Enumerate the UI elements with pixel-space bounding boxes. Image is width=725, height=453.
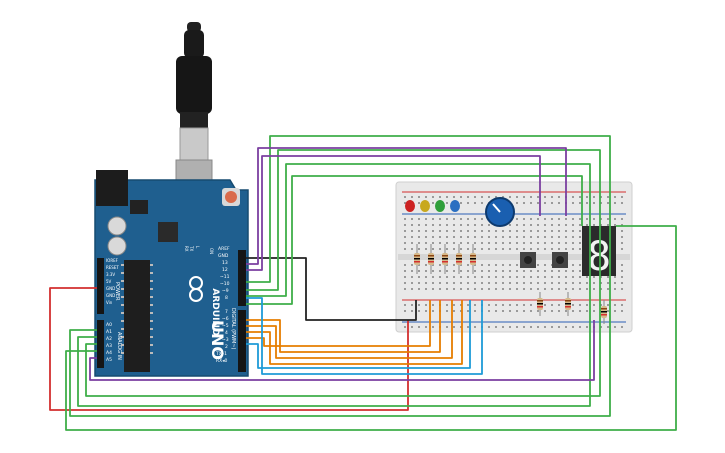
- l-label: L: [195, 246, 200, 249]
- svg-text:A3: A3: [106, 343, 112, 349]
- green-wire[interactable]: [65, 225, 677, 431]
- resistor-icon: [428, 244, 434, 274]
- resistor-icon: [414, 244, 420, 274]
- digital-header-lower[interactable]: [238, 310, 246, 372]
- rx-label: RX: [184, 246, 189, 252]
- resistor-icon: [456, 244, 462, 274]
- power-pin-labels: IOREF RESET 3.3V 5V GND GND Vin: [106, 258, 119, 305]
- on-label: ON: [209, 248, 214, 254]
- chip-pins: [121, 264, 153, 354]
- led-green-icon[interactable]: [435, 200, 445, 212]
- green-wire[interactable]: [246, 175, 583, 305]
- pushbutton-2[interactable]: [552, 252, 568, 268]
- blue-wire[interactable]: [246, 297, 483, 375]
- orange-wire[interactable]: [246, 300, 441, 353]
- svg-text:A2: A2: [106, 336, 112, 342]
- svg-text:13: 13: [222, 260, 228, 266]
- svg-text:RESET: RESET: [106, 265, 119, 270]
- arduino-brand: ARDUINO: [210, 288, 220, 336]
- svg-text:GND: GND: [106, 286, 115, 291]
- power-title: POWER: [114, 282, 120, 301]
- arduino-logo-icon: [189, 276, 203, 302]
- svg-text:A5: A5: [106, 357, 112, 363]
- atmega-chip: [124, 260, 150, 372]
- tx-label: TX: [189, 245, 194, 251]
- green-wire[interactable]: [77, 163, 591, 407]
- svg-text:7: 7: [225, 309, 228, 315]
- svg-text:IOREF: IOREF: [106, 258, 119, 263]
- svg-text:4: 4: [225, 330, 228, 336]
- analog-header[interactable]: [97, 320, 104, 368]
- arduino-model: UNO: [208, 320, 227, 360]
- jumper-wires: [49, 135, 677, 431]
- svg-text:~6: ~6: [222, 316, 229, 322]
- breadboard[interactable]: 8: [395, 181, 633, 333]
- black-wire[interactable]: [246, 257, 417, 321]
- green-wire[interactable]: [69, 135, 611, 417]
- led-yellow-icon[interactable]: [420, 200, 430, 212]
- svg-text:A0: A0: [106, 322, 112, 328]
- resistors: [414, 244, 607, 324]
- seven-segment-digit: 8: [587, 234, 611, 280]
- led-blue-icon[interactable]: [450, 200, 460, 212]
- resistor-icon: [601, 300, 607, 324]
- power-jack: [96, 170, 128, 206]
- center-channel: [398, 254, 630, 260]
- analog-title: ANALOG IN: [116, 332, 122, 360]
- purple-wire[interactable]: [89, 320, 595, 381]
- resistor-icon: [442, 244, 448, 274]
- svg-text:~3: ~3: [222, 337, 229, 343]
- capacitor-icon: [107, 216, 127, 236]
- svg-text:~9: ~9: [222, 288, 229, 294]
- analog-pin-labels: A0 A1 A2 A3 A4 A5: [106, 322, 112, 363]
- digital-pin-labels: AREF GND 13 12 ~11 ~10 ~9 8 7 ~6 ~5 4 ~3…: [215, 246, 230, 364]
- orange-wire[interactable]: [246, 300, 453, 359]
- svg-text:RX◂0: RX◂0: [216, 358, 227, 364]
- svg-text:5V: 5V: [106, 279, 112, 284]
- led-row: [405, 200, 460, 212]
- capacitor-icon: [107, 236, 127, 256]
- svg-text:~5: ~5: [222, 323, 229, 329]
- svg-text:AREF: AREF: [218, 246, 230, 252]
- svg-text:A1: A1: [106, 329, 112, 335]
- svg-text:~11: ~11: [220, 274, 230, 280]
- svg-text:A4: A4: [106, 350, 112, 356]
- digital-title: DIGITAL (PWM~): [230, 308, 236, 350]
- svg-text:12: 12: [222, 267, 228, 273]
- digital-header-upper[interactable]: [238, 250, 246, 306]
- purple-wire[interactable]: [246, 155, 541, 271]
- orange-wire[interactable]: [246, 300, 431, 347]
- led-red-icon[interactable]: [405, 200, 415, 212]
- svg-text:GND: GND: [218, 253, 229, 259]
- svg-text:GND: GND: [106, 293, 115, 298]
- svg-text:8: 8: [225, 295, 228, 301]
- seven-segment-display[interactable]: 8: [582, 226, 616, 280]
- potentiometer-icon[interactable]: [485, 197, 515, 227]
- resistor-icon: [565, 292, 571, 316]
- svg-text:Vin: Vin: [106, 300, 113, 305]
- svg-text:3.3V: 3.3V: [106, 272, 115, 277]
- green-wire[interactable]: [85, 149, 601, 397]
- svg-text:2: 2: [225, 344, 228, 350]
- resistor-icon: [537, 292, 543, 316]
- blue-wire[interactable]: [246, 300, 471, 369]
- resistor-icon: [470, 244, 476, 274]
- power-header[interactable]: [97, 258, 104, 314]
- svg-text:~10: ~10: [220, 281, 230, 287]
- purple-wire[interactable]: [246, 147, 567, 265]
- pushbutton-1[interactable]: [520, 252, 536, 268]
- svg-text:TX▸1: TX▸1: [215, 351, 227, 357]
- arduino-uno-board[interactable]: ARDUINO UNO ANALOG IN POWER DIGITAL (PWM…: [94, 170, 249, 377]
